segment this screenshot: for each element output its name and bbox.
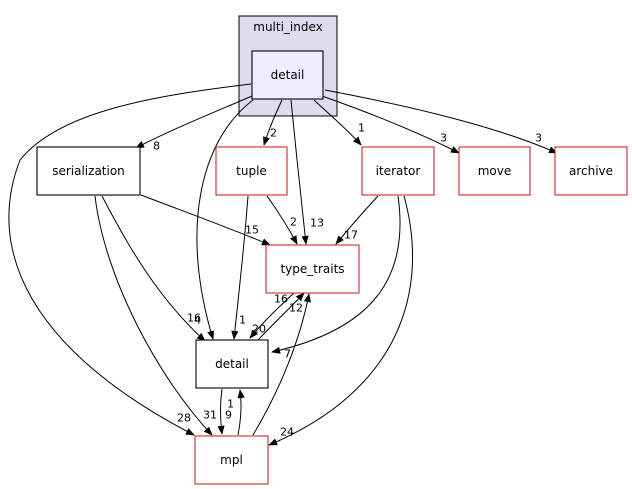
- edge-iterator-to-type-traits: [335, 195, 379, 245]
- edge-label: 3: [535, 132, 542, 145]
- edge-label: 3: [440, 132, 447, 145]
- edge-top-to-archive: [324, 89, 558, 154]
- edge-iterator-to-detail: [271, 195, 401, 354]
- edge-mpl-to-detail: [237, 389, 245, 436]
- edge-iterator-to-mpl: [268, 195, 414, 446]
- edge-top-to-detail: [196, 99, 254, 340]
- node-label: iterator: [376, 164, 421, 178]
- edge-mpl-to-type-traits: [252, 293, 311, 436]
- edge-label: 1: [239, 314, 246, 327]
- node-label: archive: [569, 164, 613, 178]
- node-box: [251, 50, 324, 100]
- node-serialization[interactable]: serialization: [36, 146, 141, 196]
- node-box: [554, 146, 628, 196]
- node-box: [361, 146, 435, 196]
- node-iterator[interactable]: iterator: [361, 146, 435, 196]
- edge-top-to-serialization: [135, 95, 253, 149]
- edge-top-to-move: [321, 95, 460, 154]
- edge-tuple-to-detail: [231, 195, 249, 340]
- edge-detail-to-mpl: [217, 388, 225, 435]
- node-detail-bottom[interactable]: detail: [195, 339, 269, 389]
- node-box: [265, 244, 360, 294]
- edge-label: 15: [245, 224, 259, 237]
- edge-label: 24: [280, 426, 294, 439]
- edge-serialization-to-type-traits: [140, 194, 271, 246]
- edge-label: 8: [153, 140, 160, 153]
- edge-label: 16: [274, 293, 288, 306]
- edge-label: 1: [227, 398, 234, 411]
- node-box: [36, 146, 141, 196]
- edge-top-to-iterator: [313, 99, 362, 146]
- edge-label: 20: [252, 323, 266, 336]
- node-tuple[interactable]: tuple: [215, 146, 288, 196]
- node-mpl[interactable]: mpl: [194, 435, 269, 485]
- node-label: move: [478, 164, 512, 178]
- edge-detail-to-type-traits: [257, 292, 305, 341]
- edge-label: 1: [358, 122, 365, 135]
- node-archive[interactable]: archive: [554, 146, 628, 196]
- edge-serialization-to-mpl: [94, 195, 213, 436]
- edge-label: 13: [310, 217, 324, 230]
- node-label: mpl: [220, 453, 243, 467]
- node-label: type_traits: [280, 262, 344, 276]
- node-type-traits[interactable]: type_traits: [265, 244, 360, 294]
- node-label: tuple: [236, 164, 267, 178]
- edge-top-to-tuple: [263, 99, 283, 146]
- edge-label: 28: [177, 412, 191, 425]
- edge-tuple-to-type-traits: [266, 195, 298, 245]
- edge-label: 7: [284, 348, 291, 361]
- edge-top-to-type-traits: [290, 99, 309, 245]
- node-label: detail: [215, 357, 249, 371]
- nodes: detail serialization tuple iterator move…: [36, 50, 628, 485]
- edge-label: 31: [203, 409, 217, 422]
- edge-type-traits-to-detail: [249, 291, 296, 339]
- edges: [8, 83, 558, 446]
- node-move[interactable]: move: [458, 146, 531, 196]
- edge-top-to-mpl: [8, 83, 252, 436]
- node-box: [215, 146, 288, 196]
- edge-label: 17: [344, 229, 358, 242]
- edge-label: 4: [194, 314, 201, 327]
- node-label: detail: [271, 68, 305, 82]
- cluster-label: multi_index: [253, 20, 323, 34]
- node-label: serialization: [52, 164, 125, 178]
- edge-label: 16: [187, 312, 201, 325]
- edge-serialization-to-detail: [101, 195, 206, 342]
- edge-label: 12: [289, 302, 303, 315]
- node-box: [195, 339, 269, 389]
- edge-label: 2: [270, 127, 277, 140]
- node-box: [194, 435, 269, 485]
- node-detail-top[interactable]: detail: [251, 50, 324, 100]
- edge-label: 2: [290, 216, 297, 229]
- node-box: [458, 146, 531, 196]
- edge-labels: 8 2 1 3 3 13 16 28 15 4 31 2 1 17 7 24 2…: [153, 122, 542, 439]
- edge-label: 9: [225, 409, 232, 422]
